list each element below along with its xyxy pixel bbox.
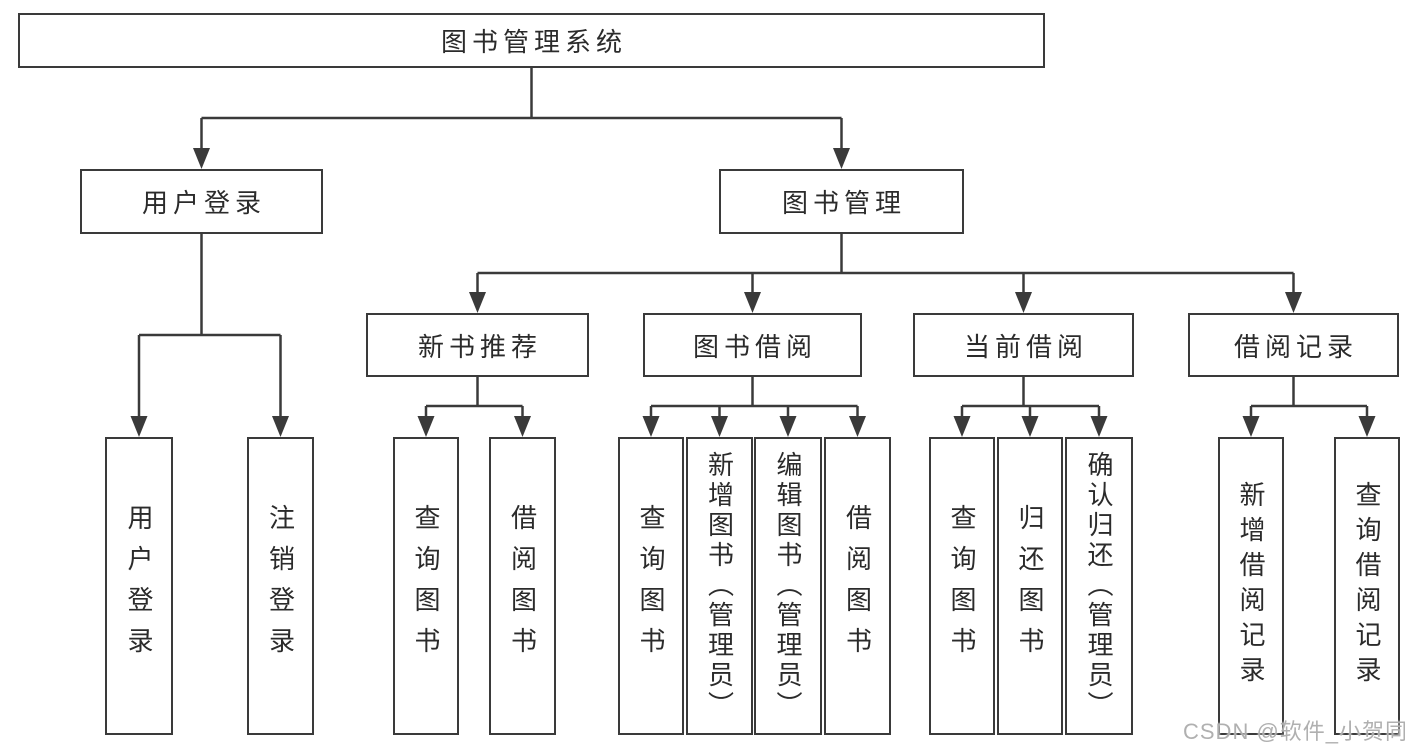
- leaf-user-login: 用户登录: [105, 437, 173, 735]
- edge-book-management-to-level3: [469, 234, 1302, 313]
- leaf-bb-add-books-admin: 新增图书（管理员）: [686, 437, 753, 735]
- leaf-bb-edit-books-admin: 编辑图书（管理员）: [754, 437, 822, 735]
- node-label: 确认归还（管理员）: [1084, 451, 1114, 721]
- node-new-book-recommendation: 新书推荐: [366, 313, 589, 377]
- node-label: 借阅图书: [507, 504, 538, 668]
- node-label: 归还图书: [1015, 504, 1045, 668]
- node-label: 查询图书: [411, 504, 441, 668]
- edge-book-borrowing-to-leaves: [642, 377, 866, 437]
- node-borrowing-records: 借阅记录: [1188, 313, 1399, 377]
- node-current-borrowing: 当前借阅: [913, 313, 1134, 377]
- node-label: 查询图书: [636, 504, 666, 668]
- leaf-rec-borrow-books: 借阅图书: [489, 437, 556, 735]
- node-label: 图书管理: [781, 188, 906, 218]
- leaf-cb-confirm-return-admin: 确认归还（管理员）: [1065, 437, 1133, 735]
- leaf-rec-query-books: 查询图书: [393, 437, 459, 735]
- node-label: 借阅记录: [1233, 331, 1358, 362]
- node-label: 图书管理系统: [440, 27, 627, 57]
- node-book-borrowing: 图书借阅: [643, 313, 862, 377]
- edge-new-book-rec-to-leaves: [417, 377, 531, 437]
- leaf-br-add-record: 新增借阅记录: [1218, 437, 1284, 735]
- node-label: 借阅图书: [842, 504, 873, 668]
- node-label: 新书推荐: [417, 331, 542, 362]
- node-label: 当前借阅: [963, 331, 1088, 362]
- node-label: 新增借阅记录: [1236, 481, 1266, 691]
- edge-current-borrowing-to-leaves: [953, 377, 1108, 437]
- leaf-bb-borrow-books: 借阅图书: [824, 437, 891, 735]
- edge-borrowing-records-to-leaves: [1242, 377, 1376, 437]
- node-label: 图书借阅: [692, 331, 817, 362]
- node-label: 注销登录: [265, 504, 296, 668]
- leaf-bb-query-books: 查询图书: [618, 437, 684, 735]
- node-label: 用户登录: [141, 188, 266, 218]
- node-label: 查询图书: [947, 504, 977, 668]
- leaf-cb-return-books: 归还图书: [997, 437, 1063, 735]
- node-label: 查询借阅记录: [1352, 481, 1382, 691]
- watermark-text: CSDN @软件_小贺同学: [1183, 719, 1405, 744]
- edge-user-login-to-leaves: [130, 234, 289, 437]
- node-library-management-system: 图书管理系统: [18, 13, 1045, 68]
- edge-root-to-level2: [193, 68, 850, 169]
- node-label: 编辑图书（管理员）: [773, 451, 803, 721]
- leaf-br-query-record: 查询借阅记录: [1334, 437, 1400, 735]
- leaf-logout-login: 注销登录: [247, 437, 314, 735]
- leaf-cb-query-books: 查询图书: [929, 437, 995, 735]
- node-label: 用户登录: [124, 504, 154, 668]
- node-user-login: 用户登录: [80, 169, 323, 234]
- node-book-management: 图书管理: [719, 169, 964, 234]
- node-label: 新增图书（管理员）: [704, 451, 735, 721]
